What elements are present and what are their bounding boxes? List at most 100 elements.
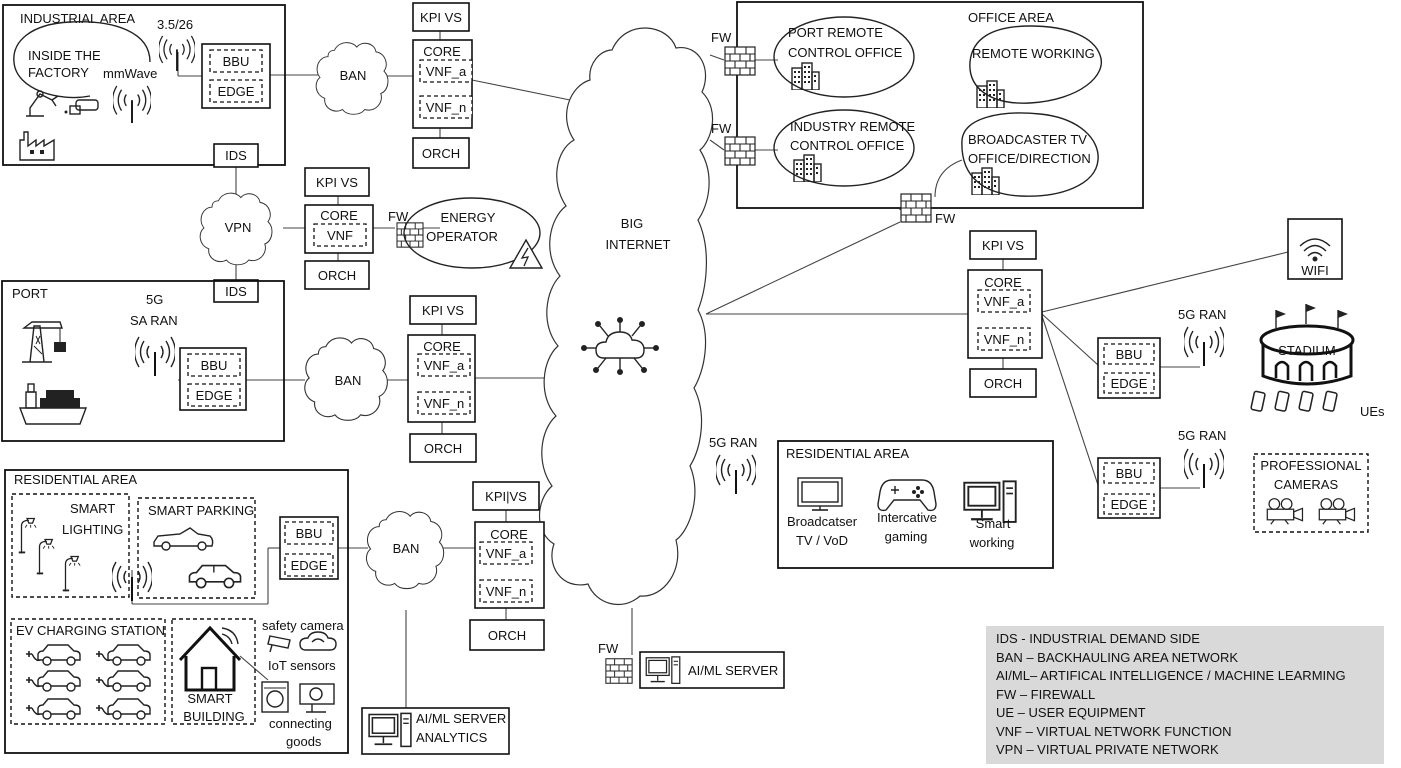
- office-area-title: OFFICE AREA: [968, 10, 1054, 25]
- smart-building-line1: SMART: [187, 691, 232, 706]
- aiml-analytics-line2: ANALYTICS: [416, 730, 488, 745]
- aiml-server-label: AI/ML SERVER: [688, 663, 778, 678]
- residential-bbu-label: BBU: [296, 526, 323, 541]
- res-left-title: RESIDENTIAL AREA: [14, 472, 137, 487]
- stadium-bbu-label: BBU: [1116, 347, 1143, 362]
- firewall-icon-industry: [724, 136, 756, 166]
- office-area: OFFICE AREA FW PORT REMOTE CONTROL OFFIC…: [711, 1, 1144, 209]
- house-icon: [178, 625, 242, 692]
- smart-appliance-icon: [299, 683, 335, 713]
- broadcaster-tv-line1: Broadcatser: [787, 514, 858, 529]
- ban-label-3: BAN: [393, 541, 420, 556]
- industrial-area: INDUSTRIAL AREA 3.5/26 INSIDE THE FACTOR…: [2, 4, 286, 166]
- industry-remote-line2: CONTROL OFFICE: [790, 138, 905, 153]
- residential-bbu: [284, 521, 334, 545]
- vpn-label: VPN: [225, 220, 252, 235]
- aiml-analytics-line1: AI/ML SERVER: [416, 711, 506, 726]
- pro-cameras-line1: PROFESSIONAL: [1260, 458, 1361, 473]
- ban-label-1: BAN: [340, 68, 367, 83]
- firewall-icon-port: [724, 46, 756, 76]
- kpi-vs-label-1: KPI VS: [420, 10, 462, 25]
- mmwave-label: mmWave: [103, 66, 157, 81]
- kpi-vs-label-energy: KPI VS: [316, 175, 358, 190]
- stadium-edge: [1103, 372, 1155, 394]
- legend-item-fw: FW – FIREWALL: [996, 686, 1096, 702]
- ban-label-2: BAN: [335, 373, 362, 388]
- safety-camera-label: safety camera: [262, 618, 344, 633]
- ue-phones-icon: [1250, 390, 1339, 413]
- ev-car-icon-4: [95, 670, 151, 692]
- cargo-ship-icon: [18, 383, 88, 425]
- stadium-bbu: [1103, 343, 1155, 365]
- port-antenna-icon: [135, 335, 175, 378]
- smart-building-line2: BUILDING: [183, 709, 244, 724]
- big-internet-cloud: [539, 27, 714, 606]
- factory-label-line2: FACTORY: [28, 65, 89, 80]
- gaming-line1: Intercative: [877, 510, 937, 525]
- fw-label-port: FW: [711, 30, 732, 45]
- aiml-analytics-server: AI/ML SERVER ANALYTICS: [361, 707, 510, 755]
- industrial-area-title: INDUSTRIAL AREA: [20, 11, 135, 26]
- core-label-energy: CORE: [320, 208, 358, 223]
- sa-ran-label-line1: 5G: [146, 292, 163, 307]
- firewall-icon-energy: [396, 222, 424, 248]
- residential-area-left: RESIDENTIAL AREA SMART LIGHTING SMART PA…: [4, 469, 349, 754]
- vnf-a-label-3: VNF_a: [984, 294, 1025, 309]
- vnf-n-label-2: VNF_n: [424, 396, 464, 411]
- stadium-edge-label: EDGE: [1111, 376, 1148, 391]
- cameras-edge-label: EDGE: [1111, 497, 1148, 512]
- residential-antenna-icon: [112, 560, 152, 602]
- vr-headset-icon: [64, 99, 99, 115]
- legend-box: IDS - INDUSTRIAL DEMAND SIDE BAN – BACKH…: [986, 626, 1384, 764]
- gamepad-icon: [877, 479, 937, 512]
- core-stack-1: KPI VS CORE VNF_a VNF_n ORCH: [412, 2, 473, 169]
- legend-item-vpn: VPN – VIRTUAL PRIVATE NETWORK: [996, 742, 1219, 757]
- smart-lighting-zone: [11, 493, 130, 598]
- orch-label-3: ORCH: [984, 376, 1022, 391]
- cabrio-car-icon: [153, 527, 214, 551]
- stadium-icon: STADIUM: [1259, 304, 1355, 386]
- smart-building-zone: [171, 618, 256, 725]
- antenna-icon: [159, 34, 195, 72]
- vnf-label-energy: VNF: [327, 228, 353, 243]
- core-label-2: CORE: [423, 339, 461, 354]
- video-camera-icon-1: [1266, 497, 1304, 525]
- energy-label-line2: OPERATOR: [426, 229, 498, 244]
- ev-charging-zone: [10, 618, 166, 725]
- cameras-edge: [1103, 493, 1155, 515]
- legend-item-vnf: VNF – VIRTUAL NETWORK FUNCTION: [996, 723, 1232, 739]
- wifi-label: WIFI: [1301, 263, 1328, 278]
- smart-working-line1: Smart: [976, 516, 1011, 531]
- fw-label-energy: FW: [388, 209, 409, 224]
- tv-icon: [797, 477, 843, 511]
- core-label-1: CORE: [423, 44, 461, 59]
- fw-label-aiml: FW: [598, 641, 619, 656]
- ev-car-icon-3: [25, 670, 81, 692]
- core-stack-energy: KPI VS CORE VNF ORCH: [304, 167, 374, 290]
- smart-parking-label: SMART PARKING: [148, 503, 254, 518]
- orch-label-4: ORCH: [488, 628, 526, 643]
- washing-machine-icon: [261, 681, 289, 713]
- vnf-a-label-2: VNF_a: [424, 358, 465, 373]
- cameras-bbu-label: BBU: [1116, 466, 1143, 481]
- ran-label-cameras: 5G RAN: [1178, 428, 1226, 443]
- office-building-icon-3: [793, 154, 822, 182]
- ids-box-2: [213, 279, 259, 303]
- ids-label-1: IDS: [225, 148, 247, 163]
- core-label-3: CORE: [984, 275, 1022, 290]
- remote-working-ellipse: [969, 25, 1102, 104]
- residential-area-right: RESIDENTIAL AREA Broadcatser TV / VoD In…: [777, 440, 1054, 569]
- ids-label-2: IDS: [225, 284, 247, 299]
- industrial-edge: [209, 79, 263, 103]
- internet-label-line1: BIG: [621, 216, 643, 231]
- band-label: 3.5/26: [157, 17, 193, 32]
- legend-item-ids: IDS - INDUSTRIAL DEMAND SIDE: [996, 631, 1200, 646]
- crane-icon: [21, 321, 66, 363]
- robot-arm-icon: [26, 90, 59, 117]
- broadcaster-office-line2: OFFICE/DIRECTION: [968, 151, 1091, 166]
- remote-working-label: REMOTE WORKING: [972, 46, 1095, 61]
- street-lamp-icon-3: [62, 555, 81, 592]
- cloud-sync-icon: [299, 631, 337, 651]
- vnf-a-label-1: VNF_a: [426, 64, 467, 79]
- cameras-bbu: [1103, 462, 1155, 484]
